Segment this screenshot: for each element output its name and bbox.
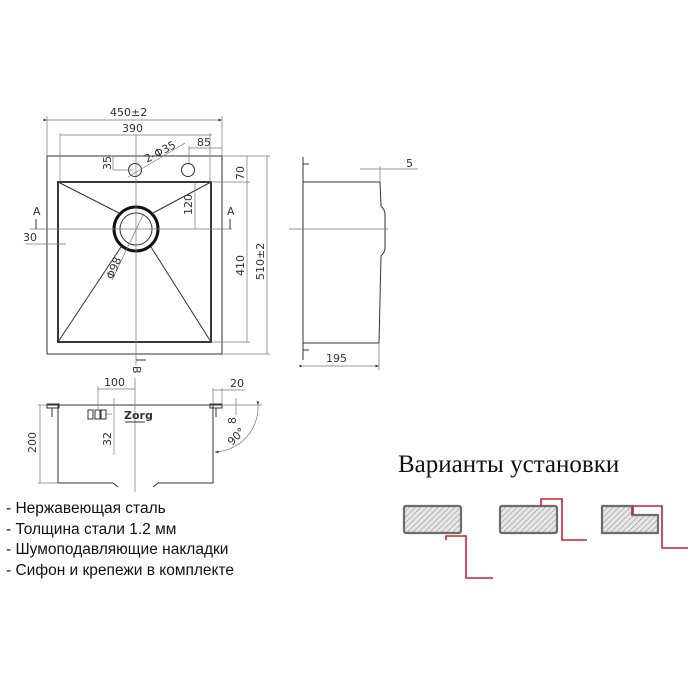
dim-bowl-length: 410 <box>234 255 247 276</box>
install-variant-overmount <box>498 498 587 541</box>
dim-bowl-width: 390 <box>122 122 143 135</box>
tap-hole-icon <box>181 163 195 177</box>
dim-overflow-offset: 100 <box>104 376 125 389</box>
dim-back-deck: 70 <box>234 166 247 180</box>
dim-drain-diameter: Φ98 <box>104 255 125 281</box>
dim-drain-offset: 120 <box>182 194 195 215</box>
section-a-right: A <box>227 205 235 218</box>
sink-outer-outline <box>46 155 223 355</box>
dim-side-margin: 30 <box>23 231 37 244</box>
dim-overflow-height: 32 <box>101 432 114 446</box>
dim-depth-front: 200 <box>26 432 39 453</box>
bowl-outline <box>57 181 212 343</box>
dim-depth-side: 195 <box>326 352 347 365</box>
dim-tap-offset-right: 85 <box>197 136 211 149</box>
section-a-left: A <box>33 205 41 218</box>
overflow-icon <box>87 409 94 420</box>
install-variant-flush <box>600 504 688 549</box>
dim-corner-angle: 90° <box>225 425 248 448</box>
top-view: 450±2 390 2-Φ35 85 35 70 120 Φ98 30 410 … <box>23 106 270 374</box>
dim-tap-offset-top: 35 <box>101 156 114 170</box>
features-list: - Нержавеющая сталь - Толщина стали 1.2 … <box>6 499 234 581</box>
brand-logo: Zorg <box>124 409 153 422</box>
install-variant-undermount <box>402 504 493 579</box>
installation-title: Варианты установки <box>398 451 620 478</box>
feature-item: - Сифон и крепежи в комплекте <box>6 561 235 579</box>
dim-overall-width: 450±2 <box>110 106 147 119</box>
dim-flange-width: 20 <box>230 377 244 390</box>
feature-item: - Шумоподавляющие накладки <box>6 541 229 558</box>
dim-flange-thickness: 8 <box>226 417 239 424</box>
dim-flange: 5 <box>406 157 413 170</box>
dim-overall-length: 510±2 <box>254 243 267 280</box>
section-b: B <box>130 366 143 374</box>
feature-item: - Нержавеющая сталь <box>6 500 166 517</box>
feature-item: - Толщина стали 1.2 мм <box>6 520 177 538</box>
front-section-view: Zorg 100 20 8 90° 32 200 <box>26 376 262 492</box>
dim-tap-holes: 2-Φ35 <box>142 138 178 165</box>
side-view: 5 195 <box>289 157 418 370</box>
